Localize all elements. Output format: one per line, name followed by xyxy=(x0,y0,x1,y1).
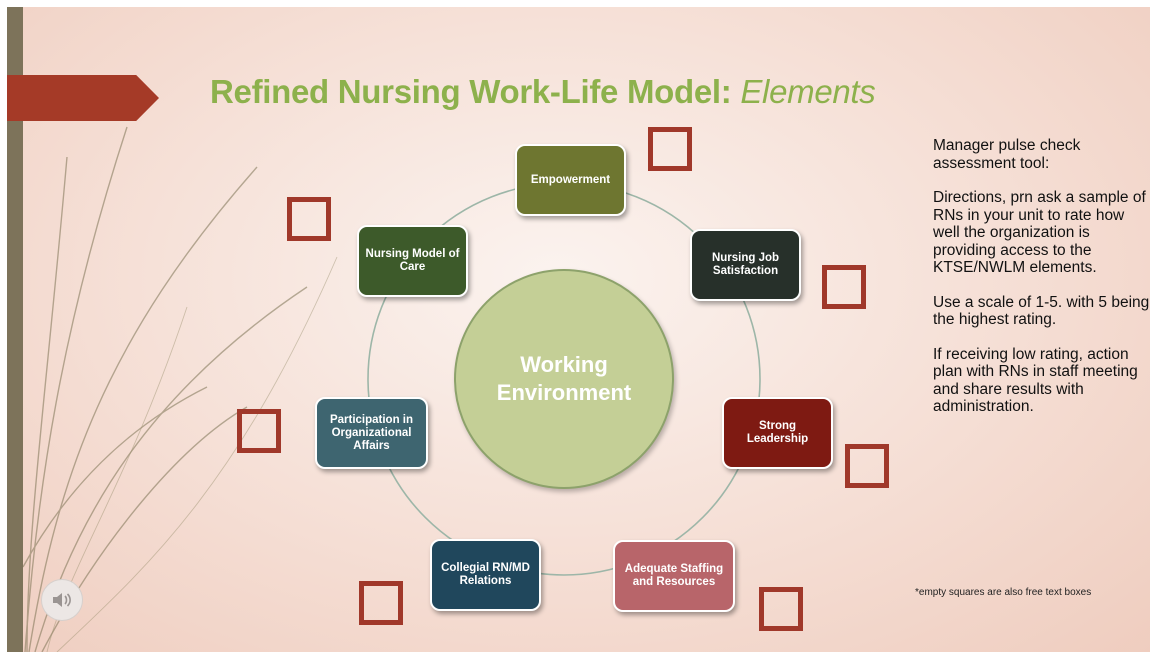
empty-text-box[interactable] xyxy=(237,409,281,453)
node-participation[interactable]: Participation in Organizational Affairs xyxy=(315,397,428,469)
empty-text-box[interactable] xyxy=(648,127,692,171)
node-strong-leadership[interactable]: Strong Leadership xyxy=(722,397,833,469)
node-label: Strong Leadership xyxy=(746,420,809,445)
instructions-directions: Directions, prn ask a sample of RNs in y… xyxy=(933,189,1146,276)
node-label: Empowerment xyxy=(530,173,611,186)
node-nursing-model-of-care[interactable]: Nursing Model of Care xyxy=(357,225,468,297)
footnote: *empty squares are also free text boxes xyxy=(915,587,1092,598)
title-subtitle: Elements xyxy=(740,73,876,110)
empty-text-box[interactable] xyxy=(845,444,889,488)
instructions-heading: Manager pulse check assessment tool: xyxy=(933,137,1081,172)
node-empowerment[interactable]: Empowerment xyxy=(515,144,626,216)
instructions-text: Manager pulse check assessment tool: Dir… xyxy=(933,137,1150,433)
decorative-grass xyxy=(22,126,338,652)
center-label: Working Environment xyxy=(496,352,632,405)
empty-text-box[interactable] xyxy=(359,581,403,625)
node-label: Nursing Job Satisfaction xyxy=(711,252,780,277)
node-label: Adequate Staffing and Resources xyxy=(624,563,724,588)
speaker-icon xyxy=(53,593,71,607)
slide: Refined Nursing Work-Life Model: Element… xyxy=(7,7,1150,652)
title-main: Refined Nursing Work-Life Model: xyxy=(210,73,741,110)
empty-text-box[interactable] xyxy=(759,587,803,631)
audio-button[interactable] xyxy=(41,579,83,621)
empty-text-box[interactable] xyxy=(287,197,331,241)
node-label: Participation in Organizational Affairs xyxy=(329,413,414,452)
empty-text-box[interactable] xyxy=(822,265,866,309)
title-arrow-tab xyxy=(7,75,159,121)
center-circle: Working Environment xyxy=(454,269,674,489)
node-label: Nursing Model of Care xyxy=(365,248,460,273)
node-collegial-relations[interactable]: Collegial RN/MD Relations xyxy=(430,539,541,611)
instructions-scale: Use a scale of 1-5. with 5 being the hig… xyxy=(933,293,1150,329)
instructions-action: If receiving low rating, action plan wit… xyxy=(933,345,1138,416)
node-nursing-job-satisfaction[interactable]: Nursing Job Satisfaction xyxy=(690,229,801,301)
left-accent-bar xyxy=(7,7,23,652)
node-label: Collegial RN/MD Relations xyxy=(441,562,530,587)
model-diagram: Working Environment Empowerment Nursing … xyxy=(7,7,1150,652)
slide-title: Refined Nursing Work-Life Model: Element… xyxy=(210,73,876,111)
node-adequate-staffing[interactable]: Adequate Staffing and Resources xyxy=(613,540,735,612)
